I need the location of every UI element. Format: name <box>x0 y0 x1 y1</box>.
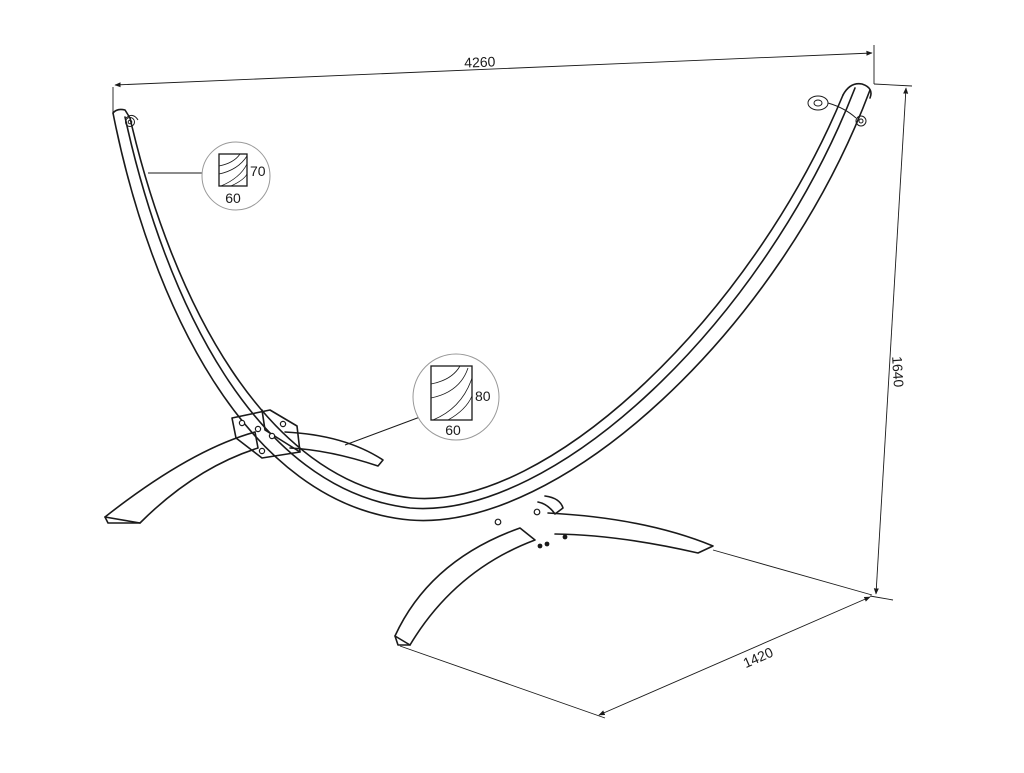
bolt-hole <box>254 425 262 433</box>
dimension-depth-label: 1420 <box>741 644 776 671</box>
base-section-width-label: 60 <box>445 422 461 438</box>
bolt-hole <box>279 420 287 428</box>
hook-right-icon <box>807 95 867 127</box>
dimension-width: 4260 <box>112 45 875 112</box>
dimension-width-label: 4260 <box>464 53 496 70</box>
bolt-hole <box>268 432 276 440</box>
arch-section-width-label: 60 <box>225 190 241 206</box>
callout-arch-section: 70 60 <box>148 141 271 211</box>
hook-left-icon <box>125 114 139 127</box>
bolt-hole <box>258 447 266 455</box>
base-leg-front-left <box>394 527 536 646</box>
base-leg-back-left <box>104 431 259 524</box>
center-joint-bolts <box>494 508 568 549</box>
base-section-height-label: 80 <box>475 388 491 404</box>
dimension-height: 1640 <box>869 83 913 601</box>
main-arch <box>112 82 872 522</box>
dimension-height-label: 1640 <box>889 356 907 388</box>
base-leg-back-right <box>284 431 384 467</box>
bolt-hole <box>238 419 246 427</box>
left-joint-plate <box>231 409 301 459</box>
arch-section-height-label: 70 <box>250 163 266 179</box>
callout-base-section: 80 60 <box>344 353 500 446</box>
base-leg-front-right <box>547 512 714 554</box>
